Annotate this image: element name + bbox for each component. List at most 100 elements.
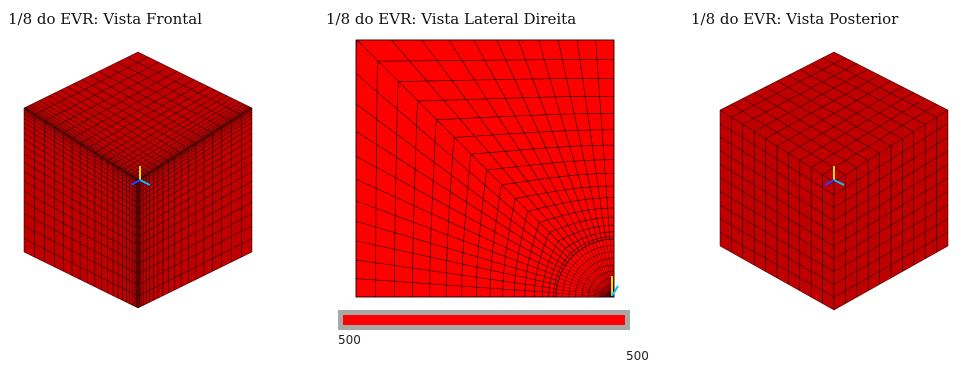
front-face-right [140, 250, 144, 263]
front-face-right [149, 287, 154, 303]
side-radial-line [356, 39, 574, 257]
front-face-right [241, 238, 253, 258]
side-ring-line [355, 39, 614, 297]
legend-max-label: 500 [626, 349, 649, 363]
front-face-left [122, 287, 127, 303]
front-face-left [126, 278, 131, 293]
side-ring-line [461, 144, 615, 298]
side-radial-line [538, 39, 598, 242]
front-face-left [129, 258, 133, 272]
side-radial-line [517, 39, 595, 243]
triad-z-axis [824, 179, 835, 186]
front-face-left [129, 291, 133, 306]
side-fibre-radial [595, 242, 615, 298]
side-radial-line [473, 39, 587, 247]
back-face-right [936, 231, 949, 253]
side-radial-line [355, 200, 560, 278]
front-face-left [132, 293, 136, 307]
front-face-right [162, 280, 169, 297]
triad-x-axis [833, 179, 845, 186]
side-fibre-radial [561, 271, 615, 298]
front-face-right [145, 289, 150, 305]
front-face-right [143, 249, 147, 262]
side-ring-line [548, 231, 615, 298]
side-fibre-radial [591, 243, 615, 298]
side-fibre-radial [575, 253, 615, 298]
front-face-right [143, 291, 147, 306]
front-face-right [145, 267, 150, 281]
front-face-right [143, 280, 147, 294]
side-ring-line [502, 185, 615, 298]
front-face-right [153, 285, 159, 301]
front-face-left [132, 270, 136, 284]
side-radial-line [355, 103, 568, 263]
front-face-left [117, 285, 123, 301]
side-radial-line [355, 220, 559, 281]
side-fibre-radial [556, 293, 615, 298]
side-fibre-radial [563, 267, 615, 298]
side-radial-line [355, 278, 557, 294]
side-fibre-radial [581, 248, 615, 298]
front-face-right [143, 269, 147, 283]
side-ring-line [476, 159, 615, 298]
front-face-left [132, 224, 136, 236]
front-face-right [140, 260, 144, 273]
side-radial-line [576, 39, 607, 240]
side-ring-line [541, 225, 615, 298]
front-face-left [132, 281, 136, 295]
front-face-left [126, 289, 131, 305]
side-fibre-radial [572, 255, 615, 298]
front-face-right [140, 224, 144, 236]
front-face-left [129, 249, 133, 262]
side-radial-line [355, 155, 564, 270]
side-radial-line [355, 73, 571, 260]
side-radial-line [595, 39, 611, 240]
side-radial-line [557, 39, 602, 241]
front-face-left [107, 280, 114, 297]
front-view-mesh [23, 51, 253, 309]
side-radial-line [448, 39, 583, 249]
legend-fill [343, 315, 625, 325]
side-ring-line [533, 217, 615, 298]
side-radial-line [391, 39, 577, 254]
front-face-right [140, 270, 144, 284]
side-fibre-radial [556, 289, 615, 298]
triad-x-axis [611, 285, 619, 297]
triad-z-axis [130, 179, 141, 186]
back-view-mesh [719, 51, 949, 311]
front-face-left [129, 280, 133, 294]
front-face-left [132, 260, 136, 273]
side-radial-line [355, 178, 562, 274]
front-face-top [126, 51, 150, 63]
side-ring-line [524, 207, 615, 298]
triad-x-axis [139, 179, 151, 186]
side-ring-line [375, 59, 615, 298]
side-radial-line [355, 240, 558, 285]
front-face-left [122, 276, 127, 291]
front-face-left [112, 283, 119, 299]
side-radial-line [355, 130, 566, 266]
side-fibre-radial [578, 250, 615, 298]
front-face-right [145, 257, 150, 271]
legend-color-bar [338, 310, 630, 330]
front-face-right [149, 276, 154, 291]
side-radial-line [496, 39, 591, 245]
side-fibre-radial [584, 246, 615, 298]
front-view-title: 1/8 do EVR: Vista Frontal [8, 10, 203, 28]
side-ring-line [553, 236, 615, 298]
front-face-left [126, 257, 131, 271]
side-radial-line [355, 259, 557, 290]
front-face-right [143, 258, 147, 272]
front-face-left [23, 238, 35, 258]
front-face-right [140, 232, 144, 244]
side-fibre-radial [588, 244, 615, 298]
front-face-left [132, 241, 136, 253]
side-fibre-radial [560, 274, 615, 298]
side-ring-line [429, 113, 615, 298]
side-fibre-radial [565, 264, 615, 298]
front-face-right [140, 241, 144, 253]
side-ring-line [445, 129, 615, 298]
front-face-right [157, 283, 164, 299]
side-fibre-radial [557, 285, 615, 298]
front-face-right [145, 278, 150, 293]
